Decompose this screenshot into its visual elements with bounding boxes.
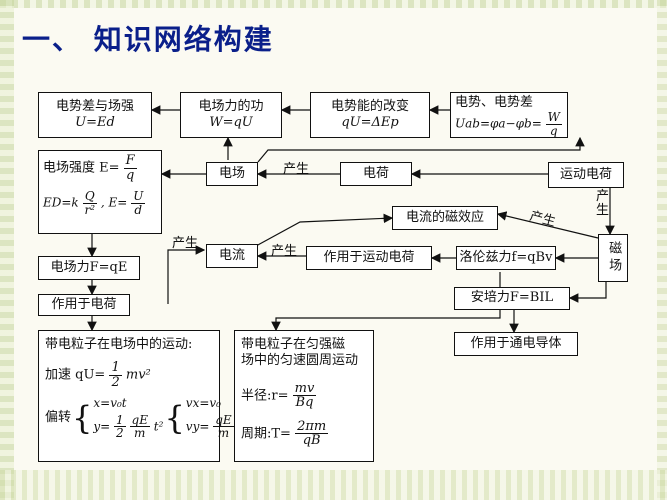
node-electric-field: 电场	[206, 162, 258, 186]
node-act-on-conductor: 作用于通电导体	[454, 332, 578, 356]
node-act-on-moving-charge: 作用于运动电荷	[306, 246, 432, 270]
node-electric-force: 电场力F=qE	[38, 256, 140, 280]
arrow-act-to-current	[167, 245, 206, 304]
node-title: 电势、电势差	[455, 95, 534, 110]
edge-label-produce: 产生	[172, 236, 199, 251]
decorative-border-top	[0, 0, 667, 8]
edge-label-produce: 产生	[271, 244, 298, 259]
arrow-current-to-mageffect	[255, 213, 394, 247]
edge-label-produce: 产生	[596, 189, 610, 219]
node-formula: U=Ed	[75, 115, 115, 130]
decorative-border-bottom	[0, 470, 667, 500]
node-potential-difference-field: 电势差与场强 U=Ed	[38, 92, 152, 138]
node-lorentz-force: 洛伦兹力f=qBv	[456, 246, 556, 270]
node-formula: qU=ΔEp	[341, 115, 399, 130]
node-formula: W=qU	[209, 115, 253, 130]
arrow-magfield-to-mageffect	[496, 211, 599, 239]
node-charge: 电荷	[340, 162, 412, 186]
node-field-force-work: 电场力的功 W=qU	[180, 92, 282, 138]
decorative-border-left	[0, 0, 14, 500]
arrow-magfield-to-ampere	[568, 282, 607, 303]
node-current-magnetic-effect: 电流的磁效应	[392, 206, 498, 230]
node-potential-energy-change: 电势能的改变 qU=ΔEp	[310, 92, 430, 138]
node-magnetic-field: 磁场	[598, 234, 628, 282]
slide-title: 一、 知识网络构建	[22, 23, 274, 56]
node-title: 电场力的功	[198, 98, 264, 114]
edge-label-produce: 产生	[283, 162, 310, 177]
arrow-to-potential	[257, 136, 585, 163]
node-title: 电势差与场强	[55, 98, 134, 114]
node-ampere-force: 安培力F=BIL	[454, 287, 570, 310]
decorative-border-right	[657, 0, 667, 500]
node-title: 电势能的改变	[330, 98, 409, 114]
node-current: 电流	[206, 244, 258, 268]
node-act-on-charge: 作用于电荷	[38, 294, 130, 316]
node-moving-charge: 运动电荷	[548, 162, 624, 188]
